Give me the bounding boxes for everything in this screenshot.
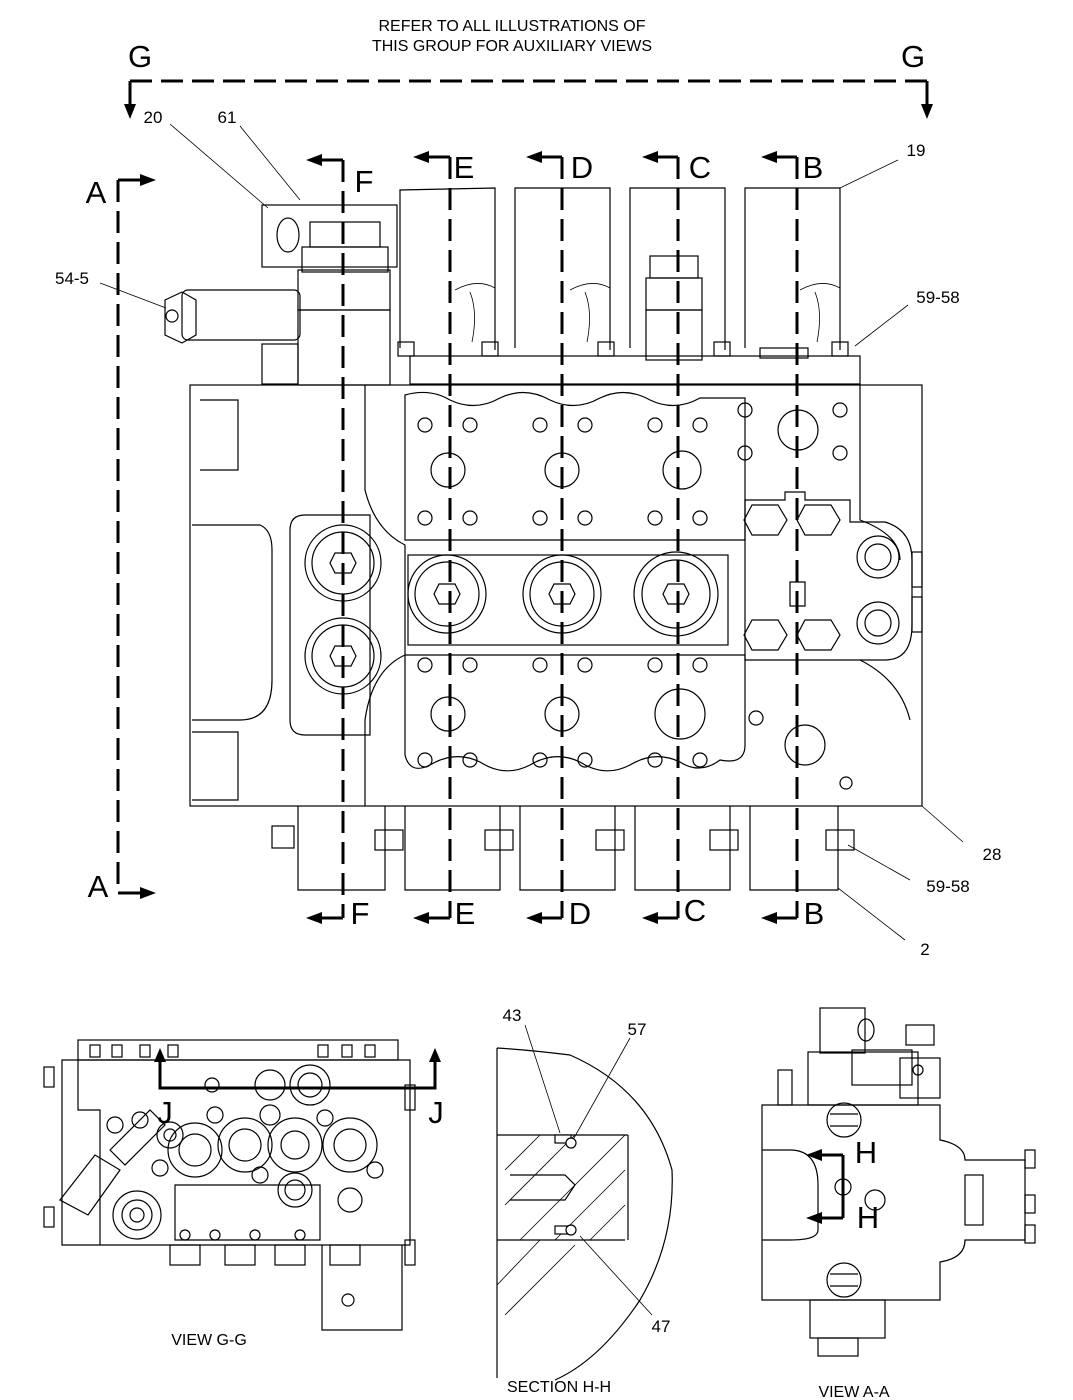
callout-19: 19 bbox=[907, 141, 926, 160]
section-hatching bbox=[496, 1134, 626, 1316]
view-a-a-drawing bbox=[761, 1007, 1036, 1357]
callout-20: 20 bbox=[144, 108, 163, 127]
section-label-d-bottom: D bbox=[569, 896, 591, 931]
callout-59-58-bottom: 59-58 bbox=[926, 877, 969, 896]
main-valve-body bbox=[164, 187, 923, 891]
section-label-h-bottom: H bbox=[857, 1200, 879, 1235]
section-label-d-top: D bbox=[571, 150, 593, 185]
callout-2: 2 bbox=[920, 940, 929, 959]
callout-28: 28 bbox=[983, 845, 1002, 864]
section-label-a-top: A bbox=[86, 175, 107, 210]
section-label-e-top: E bbox=[454, 150, 475, 185]
caption-section-h-h: SECTION H-H bbox=[507, 1379, 611, 1396]
callout-57: 57 bbox=[628, 1020, 647, 1039]
callout-61: 61 bbox=[218, 108, 237, 127]
section-label-g-right: G bbox=[901, 39, 925, 74]
view-g-g-drawing bbox=[43, 1039, 441, 1331]
section-label-c-bottom: C bbox=[684, 893, 706, 928]
section-label-a-bottom: A bbox=[88, 869, 109, 904]
section-label-c-top: C bbox=[689, 150, 711, 185]
section-lines-vertical bbox=[306, 151, 799, 924]
section-label-f-top: F bbox=[355, 164, 374, 199]
section-label-h-top: H bbox=[855, 1135, 877, 1170]
callout-59-58-top: 59-58 bbox=[916, 288, 959, 307]
section-h-h-drawing bbox=[496, 1024, 673, 1381]
section-label-b-top: B bbox=[803, 150, 824, 185]
callout-54-5: 54-5 bbox=[55, 269, 89, 288]
note-line-1: REFER TO ALL ILLUSTRATIONS OF bbox=[378, 18, 645, 35]
section-label-b-bottom: B bbox=[804, 896, 825, 931]
section-label-j-right: J bbox=[428, 1095, 444, 1130]
section-label-f-bottom: F bbox=[351, 896, 370, 931]
callout-47: 47 bbox=[652, 1317, 671, 1336]
section-label-e-bottom: E bbox=[455, 896, 476, 931]
caption-view-a-a: VIEW A-A bbox=[818, 1384, 889, 1400]
caption-view-g-g: VIEW G-G bbox=[171, 1332, 247, 1349]
section-line-g bbox=[124, 79, 933, 119]
section-line-a bbox=[116, 174, 156, 899]
section-label-g-left: G bbox=[128, 39, 152, 74]
leader-lines bbox=[99, 123, 964, 941]
section-label-j-left: J bbox=[157, 1095, 173, 1130]
callout-43: 43 bbox=[503, 1006, 522, 1025]
note-line-2: THIS GROUP FOR AUXILIARY VIEWS bbox=[372, 38, 652, 55]
